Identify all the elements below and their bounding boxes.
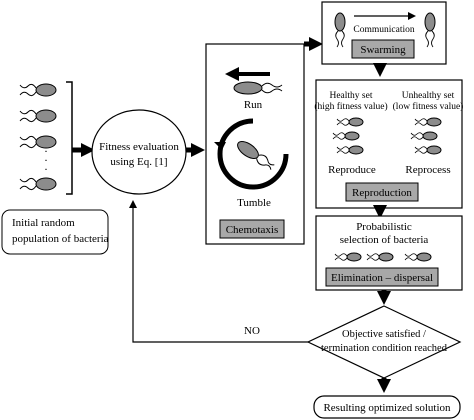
- elimination-line2: selection of bacteria: [340, 234, 429, 246]
- population-bracket: [66, 81, 73, 195]
- population-dot: .: [45, 141, 48, 155]
- decision-line2: termination condition reached: [321, 343, 448, 354]
- initial-population-line2: population of bacteria: [12, 233, 109, 245]
- initial-population-line1: Initial random: [12, 217, 75, 229]
- reproduce-label: Reproduce: [328, 164, 376, 176]
- swarming-title: Swarming: [360, 44, 406, 56]
- population-bacteria-group: . . .: [19, 83, 57, 191]
- population-dot: .: [45, 150, 48, 164]
- swarming-bacterium-right-icon: [424, 12, 436, 48]
- no-label: NO: [244, 325, 260, 337]
- elimination-title-box: [325, 267, 439, 287]
- decision-line1: Objective satisfied /: [342, 329, 426, 340]
- bacterium-icon: [19, 83, 57, 97]
- arrow-no-loop: [129, 200, 308, 343]
- communication-label: Communication: [353, 25, 414, 35]
- tumble-circle: [217, 118, 289, 190]
- elimination-title: Elimination – dispersal: [331, 272, 433, 284]
- result-box: [313, 395, 461, 419]
- reproduction-title: Reproduction: [352, 187, 412, 199]
- tumble-bacterium-icon: [237, 141, 275, 170]
- swarming-bacterium-left-icon: [334, 12, 346, 48]
- unhealthy-set-line1: Unhealthy set: [402, 91, 455, 101]
- bacterium-icon: [19, 109, 57, 123]
- swarming-title-box: [351, 39, 415, 59]
- bacterium-icon: [19, 177, 57, 191]
- population-dot: .: [45, 159, 48, 173]
- bacterium-icon: [19, 135, 57, 149]
- healthy-set-line1: Healthy set: [329, 91, 372, 101]
- reprocess-label: Reprocess: [405, 164, 450, 176]
- run-label: Run: [244, 99, 263, 111]
- tumble-label: Tumble: [237, 197, 271, 209]
- chemotaxis-title: Chemotaxis: [226, 224, 279, 236]
- fitness-line1: Fitness evaluation: [99, 141, 179, 153]
- termination-decision-node: [306, 305, 462, 379]
- result-label: Resulting optimized solution: [323, 402, 451, 414]
- initial-population-box: [1, 209, 109, 255]
- run-bacterium-icon: [233, 81, 283, 95]
- healthy-set-line2: (high fitness value): [314, 101, 387, 112]
- elimination-line1: Probabilistic: [356, 221, 412, 233]
- unhealthy-set-line2: (low fitness value): [393, 101, 464, 112]
- fitness-line2: using Eq. [1]: [110, 156, 167, 168]
- chemotaxis-title-box: [219, 219, 285, 239]
- reproduction-title-box: [345, 182, 419, 202]
- tumble-arrowhead-icon: [214, 142, 226, 150]
